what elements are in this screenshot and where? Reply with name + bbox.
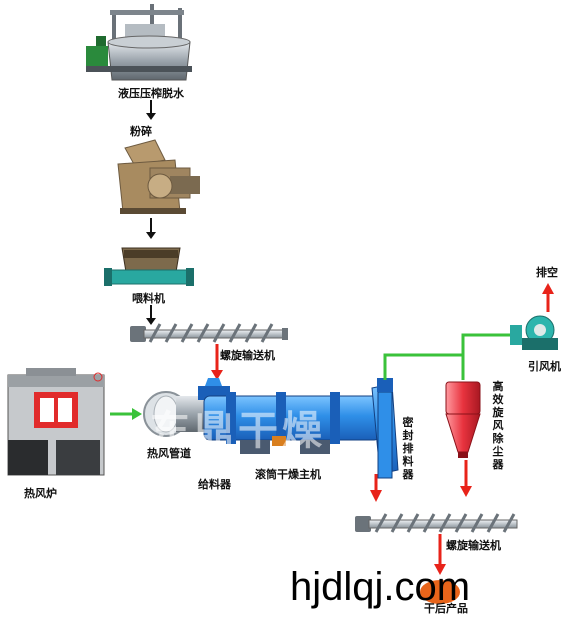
cyclone-icon	[445, 381, 481, 458]
label-hot-air-pipe: 热风管道	[147, 447, 191, 460]
arrow-press-to-crush	[146, 100, 156, 120]
arrow-feeder-to-screw	[146, 305, 156, 325]
screw-conveyor-icon	[130, 323, 288, 343]
label-product: 干后产品	[424, 602, 468, 615]
hopper-feeder-icon	[104, 247, 194, 286]
label-cyclone: 高效旋风除尘器	[492, 380, 504, 471]
arrow-screw-to-feeding	[211, 344, 223, 380]
crusher-icon	[117, 139, 200, 214]
label-screw-conveyor-1: 螺旋输送机	[220, 349, 275, 362]
arrow-exhaust	[542, 283, 554, 312]
screw-conveyor-2-icon	[355, 513, 518, 533]
arrow-furnace-to-pipe	[110, 408, 142, 420]
label-exhaust: 排空	[536, 266, 558, 279]
arrow-screw-to-product	[434, 534, 446, 575]
label-sealed-discharge: 密封排料器	[402, 416, 414, 481]
label-fan: 引风机	[528, 360, 561, 373]
hot-air-furnace-icon	[7, 368, 105, 476]
label-feeding-device: 给料器	[198, 478, 231, 491]
hydraulic-press-icon	[86, 4, 192, 81]
arrow-discharge-to-screw	[370, 474, 382, 502]
label-hot-air-furnace: 热风炉	[24, 487, 57, 500]
fan-icon	[510, 315, 558, 350]
label-crush: 粉碎	[130, 125, 152, 138]
label-feeder: 喂料机	[132, 292, 165, 305]
label-press: 液压压榨脱水	[118, 87, 184, 100]
hot-air-pipe-icon	[143, 391, 206, 437]
rotary-drum-icon	[198, 378, 399, 479]
arrow-cyclone-to-screw	[460, 460, 472, 497]
arrow-crush-to-feeder	[146, 218, 156, 239]
product-pile-icon	[420, 580, 460, 604]
air-duct-lines	[383, 333, 515, 380]
label-screw-conveyor-2: 螺旋输送机	[446, 539, 501, 552]
watermark: 东鼎干燥	[150, 407, 326, 454]
label-drum-dryer: 滚筒干燥主机	[255, 468, 321, 481]
website-watermark: hjdlqj.com	[290, 565, 471, 609]
